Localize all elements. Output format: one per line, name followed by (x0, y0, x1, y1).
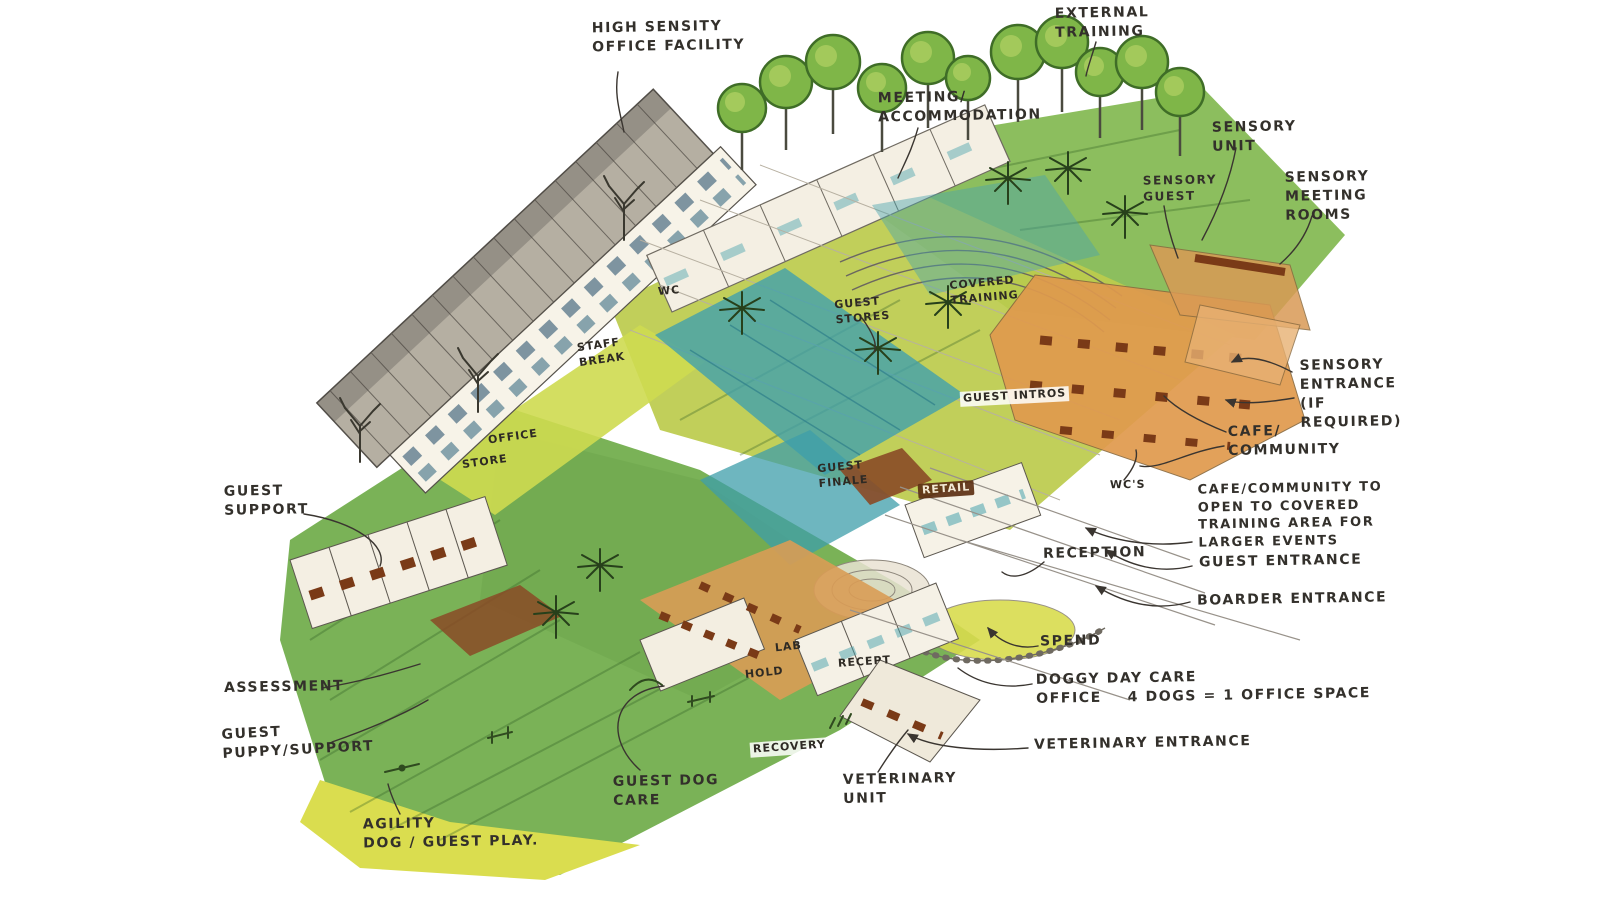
callout-spend: SPEND (1039, 632, 1102, 650)
callout-veterinary-entrance: VETERINARY ENTRANCE (1033, 733, 1252, 753)
callout-cafe-community-note: CAFE/COMMUNITY TO OPEN TO COVERED TRAINI… (1197, 479, 1383, 551)
callout-sensory-guest: SENSORY GUEST (1142, 172, 1218, 204)
callout-doggy-day-care: DOGGY DAY CARE OFFICE 4 DOGS = 1 OFFICE … (1035, 669, 1372, 707)
plan-label-covered-training: COVERED TRAINING (948, 273, 1020, 307)
tree-row (716, 14, 1206, 170)
callout-veterinary-unit: VETERINARY UNIT (842, 770, 958, 807)
plan-label-wc-upper: WC (657, 283, 681, 298)
callout-sensory-unit: SENSORY UNIT (1211, 118, 1297, 155)
road-lines (849, 467, 1301, 701)
guest-support-kennels (289, 496, 562, 656)
leader-lines (303, 41, 1313, 815)
callout-reception: RECEPTION (1042, 544, 1147, 562)
callout-agility-play: AGILITY DOG / GUEST PLAY. (362, 815, 540, 852)
callout-cafe-community: CAFE/ COMMUNITY (1227, 423, 1341, 459)
plan-label-lab: LAB (774, 638, 803, 655)
callout-guest-entrance: GUEST ENTRANCE (1198, 551, 1363, 571)
callout-high-sensity-office: HIGH SENSITY OFFICE FACILITY (591, 18, 746, 56)
plan-label-wc-cafe: WC'S (1109, 477, 1146, 492)
callout-external-training: EXTERNAL TRAINING (1054, 4, 1150, 41)
callout-meeting-accommodation: MEETING/ ACCOMMODATION (877, 88, 1042, 126)
callout-guest-support: GUEST SUPPORT (223, 482, 310, 519)
callout-sensory-meeting-rooms: SENSORY MEETING ROOMS (1284, 168, 1370, 224)
callout-guest-puppy-support: GUEST PUPPY/SUPPORT (221, 723, 375, 762)
callout-boarder-entrance: BOARDER ENTRANCE (1196, 589, 1388, 609)
cafe-terrace (989, 244, 1311, 481)
callout-guest-dog-care: GUEST DOG CARE (612, 772, 720, 809)
water-areas (655, 175, 1100, 565)
plan-label-guest-finale: GUEST FINALE (816, 458, 869, 490)
callout-assessment: ASSESSMENT (223, 677, 345, 697)
plan-label-guest-stores: GUEST STORES (833, 294, 891, 327)
office-building (315, 88, 757, 494)
agility-equipment (384, 678, 852, 773)
veterinary-daycare-blocks (639, 540, 981, 763)
